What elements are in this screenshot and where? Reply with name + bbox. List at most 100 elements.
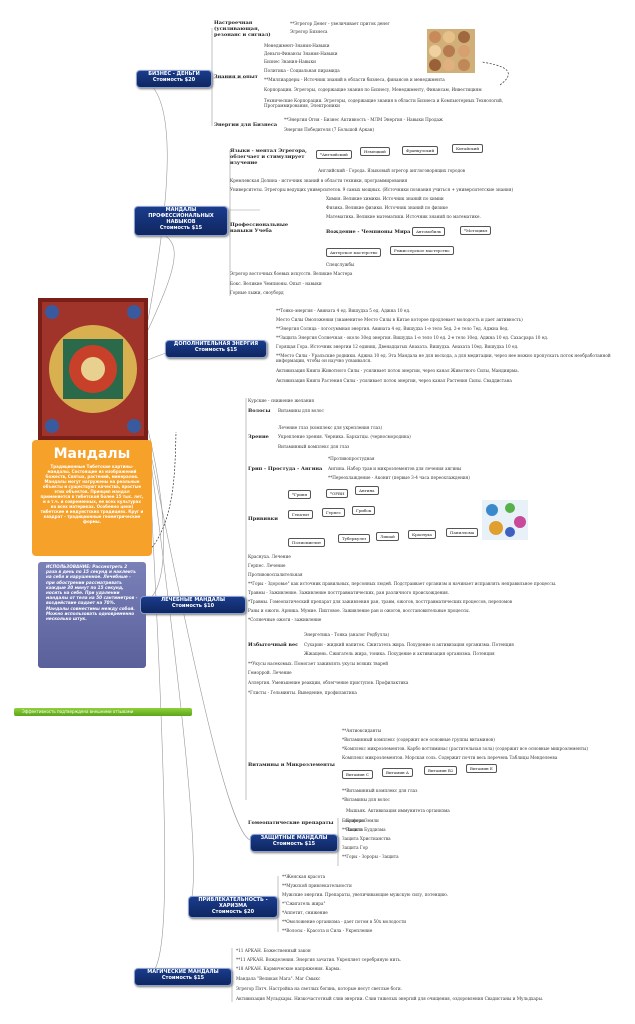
vit-box[interactable]: Витамин С — [342, 770, 373, 779]
business-h1: Настроечная (усиливающая, резонанс и сиг… — [214, 20, 271, 38]
heal-vit: **Антиоксиданты — [342, 728, 382, 733]
extra-item: Горящая Гора. Источник энергии 12 единиц… — [276, 344, 519, 349]
vacc-box[interactable]: Грибок — [352, 506, 376, 515]
vacc-box[interactable]: Туберкулез — [338, 534, 371, 543]
heal-mid: Травмы - Заживление. Заживление посттрав… — [248, 590, 450, 595]
heal-mid: Герпес. Лечение — [248, 563, 286, 568]
mandala-image — [38, 298, 148, 440]
vit-box[interactable]: Витамин А — [382, 768, 413, 777]
business-h3-item: Энергия Победителя (7 Большой Аркан) — [284, 127, 375, 132]
node-price: Стоимость $20 — [152, 77, 196, 83]
node-charm[interactable]: ПРИВЛЕКАТЕЛЬНОСТЬ - ХАРИЗМА Стоимость $2… — [188, 896, 278, 918]
extra-item: Активизация Книги Животного Силы - усили… — [276, 368, 520, 373]
lang-box[interactable]: Немецкий — [360, 147, 390, 156]
drive-box[interactable]: Автомобиль — [412, 227, 446, 236]
heal-vit2: *Витамины для волос — [342, 797, 390, 802]
vacc-box[interactable]: Ангина — [355, 486, 379, 495]
node-title: ЛЕЧЕБНЫЕ МАНДАЛЫ — [160, 597, 226, 603]
node-price: Стоимость $15 — [272, 841, 316, 847]
prof-lang-note: Английский - Города. Языковый эгрегор ан… — [318, 168, 465, 173]
vacc-box[interactable]: Полиомиелит — [288, 538, 326, 547]
prof-kremlin: Кремлевская Долина - источник знаний в о… — [230, 178, 408, 183]
center-description: Традиционные Тибетские картины-мандалы. … — [40, 464, 144, 524]
heal-weight: Жжащень. Сжигатель жира, тоника. Похуден… — [304, 651, 495, 656]
business-h3: Энергии для Бизнеса — [214, 122, 278, 128]
heal-mid: Раны и ожоги. Арника. Мумие. Пихтовое. З… — [248, 608, 470, 613]
heal-vision: Лечение глаз (комплекс для укрепления гл… — [278, 425, 383, 430]
node-price: Стоимость $20 — [211, 909, 255, 915]
art-box[interactable]: Актерское мастерство — [326, 248, 382, 257]
charm-item: *"Сжигатель жира" — [282, 901, 326, 906]
heal-flu-h: Грип - Простуда - Ангина — [248, 466, 323, 472]
green-bar[interactable]: Эффективность подтверждена внешними отзы… — [14, 708, 192, 716]
node-extra[interactable]: ДОПОЛНИТЕЛЬНАЯ ЭНЕРГИЯ Стоимость $15 — [165, 340, 267, 358]
business-h2-item: Корпорации. Эгрегоры, содержащие знания … — [264, 87, 482, 92]
heal-mid: Краснуха. Лечение — [248, 554, 291, 559]
heal-mid: *Травмы. Гомеопатический препарат для за… — [248, 599, 513, 604]
heal-mid: **Горы - Здоровье" как источник правильн… — [248, 581, 557, 586]
vacc-box[interactable]: Папиллома — [446, 528, 479, 537]
node-magic[interactable]: МАГИЧЕСКИЕ МАНДАЛЫ Стоимость $15 — [134, 968, 232, 986]
business-h2-item: Менеджмент-Знания-Навыки — [264, 43, 330, 48]
magic-item: *11 АРКАН. Божественный закон — [236, 948, 311, 953]
heal-mid2: Аллергия. Уменьшение реакции, облегчение… — [248, 680, 409, 685]
charm-item: **Женская красота — [282, 874, 326, 879]
protect-item: Защита Гор — [342, 845, 368, 850]
extra-item: Активизация Книги Растения Силы - усилив… — [276, 378, 512, 383]
node-title: ЗАЩИТНЫЕ МАНДАЛЫ — [260, 835, 328, 841]
business-h2-item: Политика - Социальная пирамида — [264, 68, 340, 73]
magic-item: Эгрегор Пэтч. Настройка на светлых богин… — [236, 986, 403, 991]
protect-item: **Горы - Зороры - Защита — [342, 854, 399, 859]
lang-box[interactable]: *Английский — [316, 150, 352, 159]
charm-item: **Волосы - Красота и Сила - Укрепление — [282, 928, 373, 933]
magic-item: Активизация Мульдхары. Низкочастотный сл… — [236, 996, 544, 1001]
drive-box[interactable]: *Мотоцикл — [460, 226, 492, 235]
heal-mid2: **Укусы насекомых. Помогает заживлять ук… — [248, 661, 389, 666]
node-healing[interactable]: ЛЕЧЕБНЫЕ МАНДАЛЫ Стоимость $10 — [140, 596, 246, 614]
vacc-box[interactable]: *ОРВИ — [326, 489, 349, 498]
extra-item: **Энергия Солнца - логосуммная энергия. … — [276, 326, 509, 331]
prof-h1: Языки - ментал Эгрегора, облегчает и сти… — [230, 148, 307, 166]
magic-item: Мандала "Великая Мага". Маг Смыкс — [236, 976, 321, 981]
usage-note: ИСПОЛЬЗОВАНИЕ: Рассмотреть 2 раза в день… — [38, 562, 146, 668]
magic-item: *18 АРКАН. Кармические напряжения. Карма… — [236, 966, 341, 971]
vacc-box[interactable]: Гепатит — [288, 510, 314, 519]
business-h2-item: Бизнес Знания-Навыки — [264, 59, 316, 64]
prof-h2-item: Физика. Великие физики. Источник знаний … — [326, 205, 448, 210]
vacc-box[interactable]: Краснуха — [408, 530, 436, 539]
node-price: Стоимость $15 — [161, 975, 205, 981]
protect-item: **Защита Буддизма — [342, 827, 386, 832]
node-price: Стоимость $10 — [171, 603, 215, 609]
vit-box[interactable]: Витамин Е — [466, 764, 497, 773]
heal-vit: *Комплекс микроэлементов. Карбо воттимин… — [342, 746, 589, 751]
lang-box[interactable]: Французский — [402, 146, 439, 155]
node-business[interactable]: БИЗНЕС - ДЕНЬГИ Стоимость $20 — [136, 70, 212, 88]
prof-tail: Горные лыжи, сноуборд — [230, 290, 284, 295]
heal-homeo-h: Гомеопатические препараты — [248, 820, 334, 826]
heal-vacc-h: Прививки — [248, 516, 278, 522]
prof-tail: Эгрегор восточных боевых искусств. Велик… — [230, 271, 353, 276]
lang-box[interactable]: Китайский — [452, 144, 484, 153]
protect-item: Биосфера Земли — [342, 818, 379, 823]
node-title: ПРИВЛЕКАТЕЛЬНОСТЬ - ХАРИЗМА — [198, 897, 268, 909]
vacc-box[interactable]: Герпес — [322, 508, 345, 517]
art-box[interactable]: Режиссерское мастерство — [390, 246, 454, 255]
node-prof[interactable]: МАНДАЛЫ ПРОФЕССИОНАЛЬНЫХ НАВЫКОВ Стоимос… — [134, 206, 228, 236]
vacc-box[interactable]: *Грипп — [288, 490, 312, 499]
node-protect[interactable]: ЗАЩИТНЫЕ МАНДАЛЫ Стоимость $15 — [250, 834, 338, 852]
vit-box[interactable]: Витамин В2 — [424, 766, 458, 775]
business-h1-item: **Эгрегор Денег - увеличивает приток ден… — [290, 21, 390, 26]
vacc-box[interactable]: Лишай — [376, 532, 399, 541]
heal-vision: Укрепление зрения. Черника. Бархатцы. (ч… — [278, 434, 411, 439]
business-h2-item: Деньги-Финансы Знания-Навыки — [264, 51, 338, 56]
heal-mid: Противовоспалительная — [248, 572, 303, 577]
heal-hair-h: Волосы — [248, 408, 271, 414]
node-title: МАНДАЛЫ ПРОФЕССИОНАЛЬНЫХ НАВЫКОВ — [148, 207, 214, 225]
extra-item: **Защита Энергия Солнечная - около 30ед … — [276, 335, 549, 340]
heal-mid: *Солнечные ожоги - заживление — [248, 617, 322, 622]
business-h1-item: Эгрегор Бизнеса — [290, 29, 328, 34]
node-title: МАГИЧЕСКИЕ МАНДАЛЫ — [147, 969, 219, 975]
node-price: Стоимость $15 — [159, 225, 203, 231]
center-mandaly[interactable]: Мандалы Традиционные Тибетские картины-м… — [32, 440, 152, 556]
node-title: БИЗНЕС - ДЕНЬГИ — [148, 71, 200, 77]
